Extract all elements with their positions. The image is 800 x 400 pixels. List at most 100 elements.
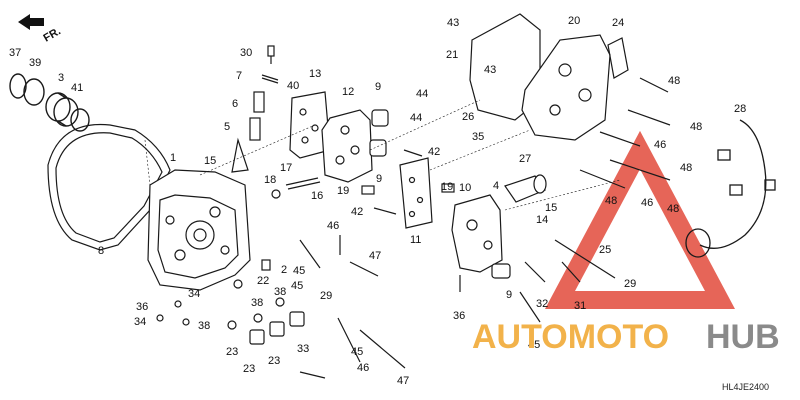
separator-plate	[289, 91, 331, 159]
callout-32: 31	[574, 300, 586, 312]
callout-40: 40	[287, 80, 299, 92]
callout-42-top: 42	[428, 146, 440, 158]
callout-48-a: 48	[668, 75, 680, 87]
callout-9-low: 9	[506, 289, 512, 301]
callout-48-d: 48	[605, 195, 617, 207]
shaft-bolt	[267, 45, 275, 64]
callout-34-b: 38	[198, 320, 210, 332]
callout-26: 26	[462, 111, 474, 123]
bracket	[607, 37, 629, 79]
callout-20: 20	[568, 15, 580, 27]
callout-43: 43	[484, 64, 496, 76]
leader-lines	[144, 99, 621, 211]
callout-21: 21	[446, 49, 458, 61]
lower-separator-plate	[399, 157, 433, 229]
callout-17: 17	[280, 162, 292, 174]
oil-seal-ring	[70, 108, 90, 132]
callout-19: 19	[337, 185, 349, 197]
watermark-text-primary: AUTOMOTO	[472, 318, 669, 356]
callout-labels: 37 39 3 41 8 1 15 30 7 40 6 5 13 12 9 44…	[9, 15, 746, 387]
callout-1: 1	[170, 152, 176, 164]
callout-19-b: 19	[441, 181, 453, 193]
flange-bolt	[299, 77, 671, 379]
callout-3: 3	[58, 72, 64, 84]
callout-22: 22	[257, 275, 269, 287]
callout-2: 2	[281, 264, 287, 276]
callout-34-a: 34	[134, 316, 146, 328]
clip	[261, 74, 279, 84]
callout-23-a: 23	[243, 363, 255, 375]
callout-8: 8	[98, 245, 104, 257]
wire-harness	[685, 119, 776, 258]
callout-48-e: 48	[667, 203, 679, 215]
callout-38-a: 38	[251, 297, 263, 309]
solenoid-valve	[369, 109, 389, 157]
callout-23-c: 33	[297, 343, 309, 355]
callout-23-b: 23	[268, 355, 280, 367]
plug-bolt	[156, 259, 271, 326]
callout-48-c: 48	[680, 162, 692, 174]
callout-38-c: 23	[226, 346, 238, 358]
callout-7: 7	[236, 70, 242, 82]
callout-15: 15	[204, 155, 216, 167]
valve-body	[231, 91, 265, 173]
callout-9-mid: 9	[376, 173, 382, 185]
front-direction-arrow	[18, 14, 44, 30]
callout-46-c: 46	[327, 220, 339, 232]
callout-36-b: 34	[188, 288, 200, 300]
direction-label: FR.	[42, 25, 63, 44]
callout-10: 10	[459, 182, 471, 194]
callout-9-top: 9	[375, 81, 381, 93]
callout-16: 16	[311, 190, 323, 202]
callout-38-b: 38	[274, 286, 286, 298]
dowel-pin	[373, 149, 423, 215]
callout-44-top: 44	[416, 88, 428, 100]
snap-ring	[9, 73, 27, 99]
valve-body-cover	[521, 34, 611, 141]
callout-15-b: 15	[545, 202, 557, 214]
callout-39: 39	[29, 57, 41, 69]
watermark-triangle	[545, 130, 735, 309]
accumulator	[504, 174, 547, 203]
callout-25: 25	[599, 244, 611, 256]
callout-35: 35	[472, 131, 484, 143]
callout-45-a: 45	[293, 265, 305, 277]
callout-36-a: 36	[136, 301, 148, 313]
oil-seal	[45, 92, 79, 127]
callout-29-b: 32	[536, 298, 548, 310]
callout-24: 24	[612, 17, 624, 29]
filter	[361, 183, 455, 195]
secondary-valve-body	[451, 194, 503, 273]
main-valve-body	[321, 109, 373, 183]
callout-30: 30	[240, 47, 252, 59]
callout-42: 42	[351, 206, 363, 218]
callout-46-d: 47	[397, 375, 409, 387]
callout-45-c: 45	[351, 346, 363, 358]
transmission-case	[147, 169, 251, 291]
callout-45: 45	[291, 280, 303, 292]
spring-pin	[271, 177, 321, 199]
callout-5: 5	[224, 121, 230, 133]
callout-37: 37	[9, 47, 21, 59]
shift-solenoid	[491, 263, 511, 279]
watermark-text-secondary: HUB	[706, 318, 780, 356]
callout-14: 14	[536, 214, 548, 226]
callout-27: 27	[519, 153, 531, 165]
callout-47-a: 47	[369, 250, 381, 262]
callout-44: 44	[410, 112, 422, 124]
o-ring	[23, 78, 45, 106]
callout-45-d: 46	[357, 362, 369, 374]
callout-4: 4	[493, 180, 499, 192]
sensor	[227, 297, 305, 345]
diagram-code: HL4JE2400	[722, 382, 769, 392]
callout-18: 18	[264, 174, 276, 186]
callout-46-a: 46	[654, 139, 666, 151]
callout-13: 13	[309, 68, 321, 80]
callout-41: 41	[71, 82, 83, 94]
callout-6: 6	[232, 98, 238, 110]
callout-11: 11	[410, 234, 421, 246]
transmission-gasket	[47, 123, 171, 251]
callout-28: 28	[734, 103, 746, 115]
callout-46-b: 46	[641, 197, 653, 209]
